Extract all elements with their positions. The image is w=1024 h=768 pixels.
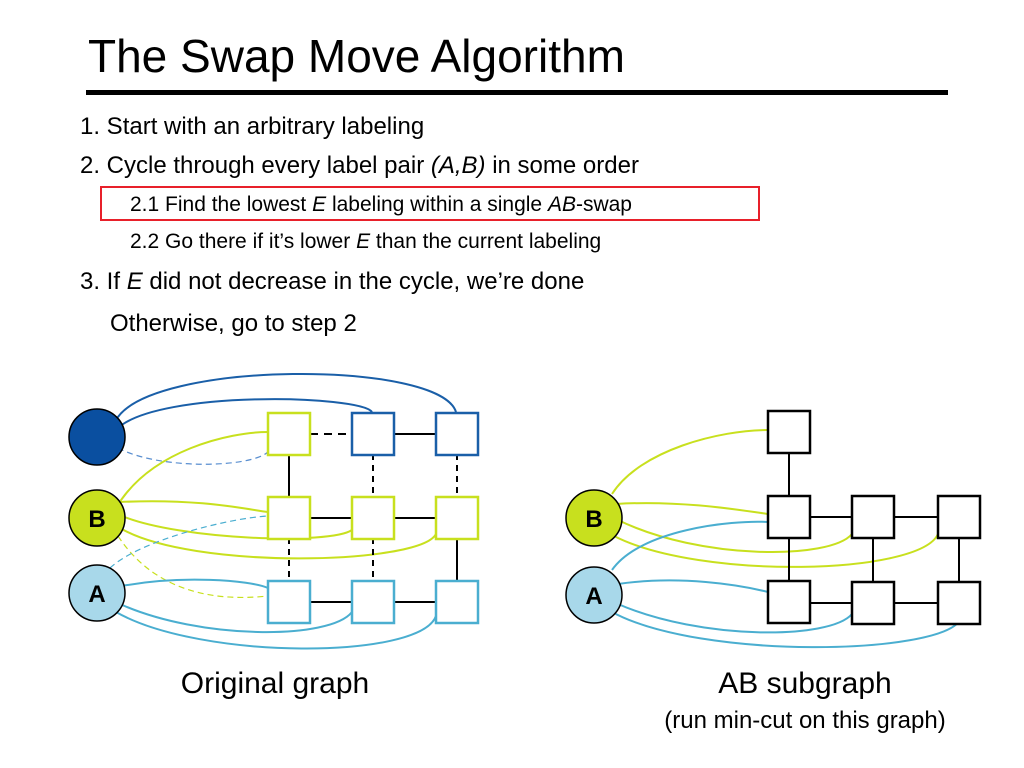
sub-node-r2c1 <box>766 494 812 540</box>
sub-node-r2c2 <box>850 494 896 540</box>
step-2: 2. Cycle through every label pair (A,B) … <box>80 151 639 181</box>
step-3-pre: 3. If <box>80 268 127 295</box>
sub-edge-a-to-m32 <box>617 603 853 634</box>
step-2-1-energy: E <box>312 193 327 216</box>
step-2-1-pre: 2.1 Find the lowest <box>130 193 313 216</box>
step-2-1-post: -swap <box>575 193 632 216</box>
step-3: 3. If E did not decrease in the cycle, w… <box>80 267 584 297</box>
slide-title: The Swap Move Algorithm <box>88 30 625 82</box>
sub-label-a-text: A <box>585 583 602 610</box>
label-node-a <box>68 564 126 622</box>
label-node-dark <box>68 408 126 466</box>
step-2-2-energy: E <box>356 230 371 253</box>
highlight-box <box>100 186 760 221</box>
sub-edge-a-to-m31 <box>617 579 769 593</box>
step-2-1-mid: labeling within a single <box>326 193 548 216</box>
label-node-b <box>68 489 126 547</box>
node-r3c3 <box>434 579 480 625</box>
sub-node-r1c1 <box>766 409 812 455</box>
node-r1c3 <box>434 411 480 457</box>
sub-edge-b-to-m21 <box>615 502 769 515</box>
edge-dark-to-n11-dashed <box>117 447 269 465</box>
left-caption: Original graph <box>180 667 370 700</box>
sub-edge-a-to-m33 <box>611 611 961 649</box>
step-3-energy: E <box>126 268 143 295</box>
step-2-2-pre: 2.2 Go there if it’s lower <box>130 230 357 253</box>
sub-edge-b-to-m11 <box>611 429 769 495</box>
step-1-text: 1. Start with an arbitrary labeling <box>80 113 425 140</box>
right-caption: AB subgraph <box>718 667 892 700</box>
original-graph: B A <box>68 372 480 650</box>
sub-node-r2c3 <box>936 494 982 540</box>
sub-label-node-a <box>565 566 623 624</box>
node-r1c2 <box>350 411 396 457</box>
edge-a-to-n31 <box>121 578 269 589</box>
step-1: 1. Start with an arbitrary labeling <box>80 112 424 142</box>
edge-b-to-n11 <box>115 431 269 509</box>
node-r3c2 <box>350 579 396 625</box>
step-3-otherwise: Otherwise, go to step 2 <box>110 309 357 339</box>
edge-a-to-n21-dashed <box>109 515 269 569</box>
sub-node-r3c2 <box>850 580 896 626</box>
edge-b-to-n22 <box>121 515 353 540</box>
ab-subgraph: B A <box>565 409 982 649</box>
node-r1c1 <box>266 411 312 457</box>
sub-edge-b-to-m23 <box>613 533 939 568</box>
label-b-text: B <box>88 506 105 533</box>
step-2-text-pre: 2. Cycle through every label pair <box>80 152 431 179</box>
step-3-otherwise-text: Otherwise, go to step 2 <box>110 310 357 337</box>
step-2-text-post: in some order <box>485 152 639 179</box>
step-2-1-ab: AB <box>547 193 576 216</box>
edge-b-to-n31-dashed <box>117 535 269 599</box>
sub-edge-b-to-m22 <box>617 519 853 554</box>
sub-edge-a-to-m21 <box>611 520 769 571</box>
sub-label-b-text: B <box>585 506 602 533</box>
sub-node-r3c1 <box>766 579 812 625</box>
right-subcaption: (run min-cut on this graph) <box>664 707 946 734</box>
label-a-text: A <box>88 581 105 608</box>
sub-label-node-b <box>565 489 623 547</box>
edge-a-to-n33 <box>115 611 437 650</box>
node-r2c1 <box>266 495 312 541</box>
step-2-1: 2.1 Find the lowest E labeling within a … <box>130 192 632 218</box>
edge-dark-to-n13 <box>115 372 457 421</box>
title-underline <box>86 90 948 95</box>
step-3-post: did not decrease in the cycle, we’re don… <box>142 268 585 295</box>
sub-node-r3c3 <box>936 580 982 626</box>
node-r3c1 <box>266 579 312 625</box>
step-2-2-post: than the current labeling <box>370 230 602 253</box>
edge-a-to-n32 <box>119 603 353 634</box>
step-2-2: 2.2 Go there if it’s lower E than the cu… <box>130 229 601 255</box>
edge-dark-to-n12 <box>117 398 373 429</box>
node-r2c2 <box>350 495 396 541</box>
edge-b-to-n21 <box>119 500 269 513</box>
node-r2c3 <box>434 495 480 541</box>
step-2-pair: (A,B) <box>430 152 486 179</box>
